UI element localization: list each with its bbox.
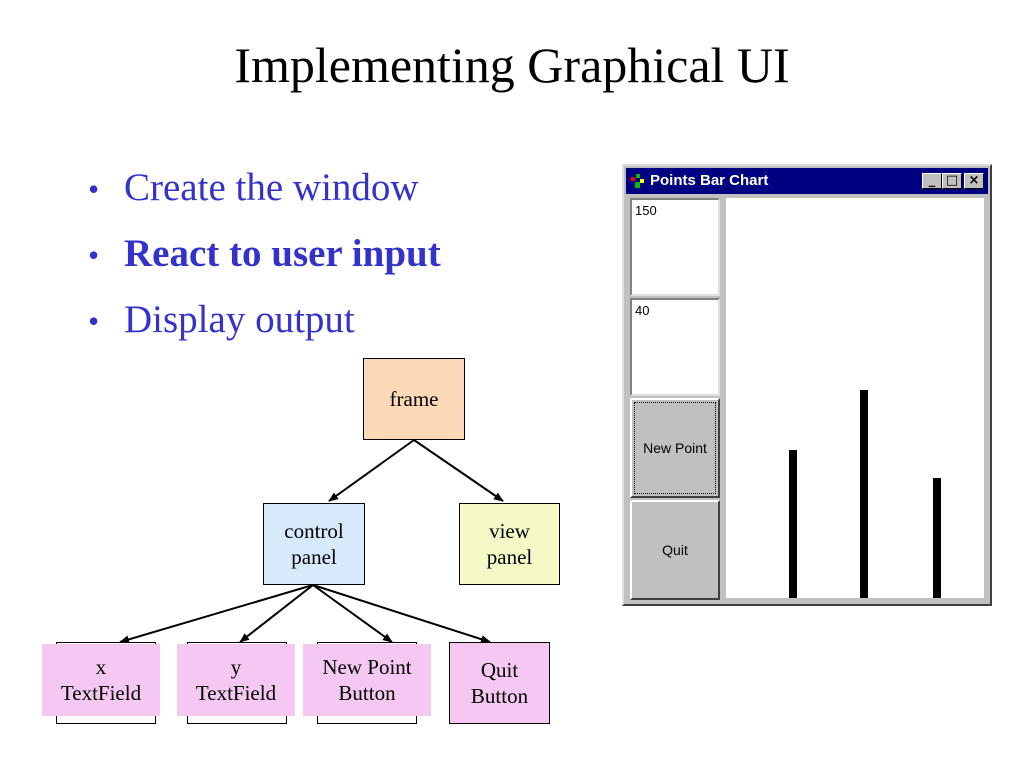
- edge-control-y: [239, 584, 314, 643]
- bullet-list: •Create the window •React to user input …: [88, 162, 441, 360]
- java-cup-icon: [631, 174, 644, 188]
- frame-node: frame: [363, 358, 465, 440]
- edge-control-x: [119, 584, 314, 644]
- new-point-button[interactable]: New Point: [630, 398, 720, 498]
- y-textfield[interactable]: [630, 298, 720, 396]
- edge-control-newpoint: [312, 584, 393, 643]
- window-client-area: New Point Quit: [628, 198, 986, 600]
- edge-frame-control: [328, 439, 415, 502]
- control-panel-node: control panel: [263, 503, 365, 585]
- quit-button-node: Quit Button: [449, 642, 550, 724]
- new-point-button-label: New Point: [643, 440, 707, 456]
- chart-bar: [789, 450, 797, 598]
- slide-title: Implementing Graphical UI: [234, 37, 790, 93]
- x-input[interactable]: [635, 203, 715, 218]
- bullet-text: Display output: [124, 298, 355, 341]
- minimize-button[interactable]: _: [922, 173, 942, 189]
- chart-bar: [933, 478, 941, 598]
- bullet-text: Create the window: [124, 166, 419, 209]
- new-point-button-node: New Point Button: [303, 644, 431, 716]
- bullet-item: • Display output: [88, 294, 441, 360]
- edge-frame-view: [413, 439, 504, 502]
- bullet-item: • React to user input: [88, 228, 441, 294]
- frame-node-label: frame: [389, 387, 439, 411]
- close-button[interactable]: ×: [964, 173, 984, 189]
- quit-button[interactable]: Quit: [630, 500, 720, 600]
- leaf-label: New Point Button: [322, 655, 412, 705]
- quit-button-label: Quit: [662, 542, 688, 558]
- x-textfield[interactable]: [630, 198, 720, 296]
- view-panel: [726, 198, 984, 598]
- y-input[interactable]: [635, 303, 715, 318]
- x-textfield-node: x TextField: [42, 644, 160, 716]
- bullet-dot-icon: •: [88, 171, 100, 207]
- view-panel-node-label: view panel: [486, 519, 533, 569]
- window-title: Points Bar Chart: [650, 172, 769, 189]
- control-panel-node-label: control panel: [284, 519, 344, 569]
- edge-control-quit: [312, 584, 491, 644]
- leaf-label: Quit Button: [470, 658, 529, 708]
- view-panel-node: view panel: [459, 503, 560, 585]
- chart-bar: [860, 390, 868, 598]
- y-textfield-node: y TextField: [177, 644, 295, 716]
- bullet-dot-icon: •: [88, 237, 100, 273]
- points-bar-chart-window: Points Bar Chart _ □ × New Point Quit: [622, 164, 992, 606]
- bullet-dot-icon: •: [88, 303, 100, 339]
- bullet-item: • Create the window: [88, 162, 441, 228]
- bullet-text: React to user input: [124, 232, 441, 275]
- leaf-label: x TextField: [60, 655, 142, 705]
- leaf-label: y TextField: [195, 655, 277, 705]
- maximize-button[interactable]: □: [942, 173, 962, 189]
- window-titlebar[interactable]: Points Bar Chart _ □ ×: [626, 168, 988, 194]
